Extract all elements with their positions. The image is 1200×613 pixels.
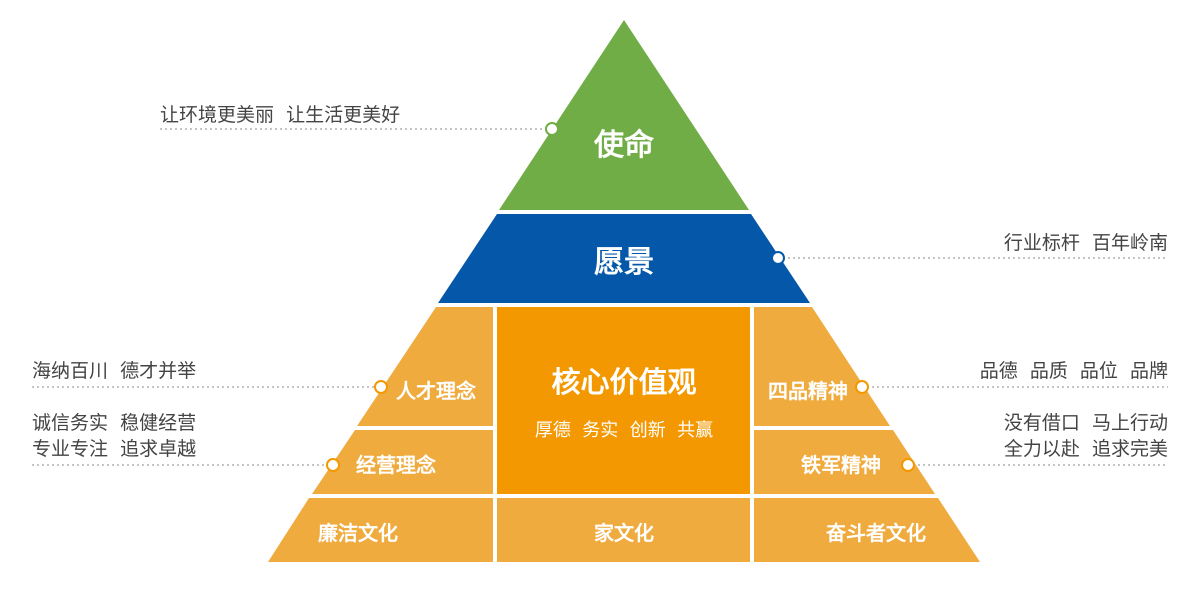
mission-annotation: 让环境更美丽 让生活更美好 — [160, 104, 400, 126]
core-values-title: 核心价值观 — [551, 365, 696, 399]
talent-annotation: 海纳百川 德才并举 — [32, 360, 196, 382]
integrity-culture-segment — [268, 498, 493, 562]
mission-segment — [499, 20, 749, 210]
family-culture-segment — [497, 498, 750, 562]
iron-army-label: 铁军精神 — [801, 453, 881, 477]
struggle-culture-segment — [754, 498, 980, 562]
core-values-segment — [497, 307, 750, 494]
vision-segment — [438, 214, 810, 303]
struggle-culture-label: 奋斗者文化 — [825, 521, 926, 545]
four-qualities-label: 四品精神 — [768, 379, 848, 403]
business-annotation-line2: 专业专注 追求卓越 — [32, 438, 196, 460]
business-philosophy-label: 经营理念 — [356, 453, 436, 477]
four-qualities-segment — [754, 307, 890, 426]
business-dot — [326, 458, 340, 472]
talent-dot — [374, 380, 388, 394]
business-philosophy-segment — [312, 430, 493, 494]
integrity-culture-label: 廉洁文化 — [318, 521, 398, 545]
iron-army-segment — [754, 430, 935, 494]
mission-label: 使命 — [593, 128, 655, 163]
four-qualities-annotation: 品德 品质 品位 品牌 — [980, 360, 1168, 382]
business-annotation-line1: 诚信务实 稳健经营 — [32, 412, 196, 434]
family-culture-label: 家文化 — [594, 521, 654, 545]
core-values-subtitle: 厚德 务实 创新 共赢 — [535, 419, 713, 441]
four-qualities-dot — [855, 380, 869, 394]
vision-label: 愿景 — [594, 245, 654, 280]
iron-army-annotation-line2: 全力以赴 追求完美 — [1004, 438, 1168, 460]
iron-army-dot — [901, 458, 915, 472]
vision-dot — [771, 251, 785, 265]
mission-dot — [545, 122, 559, 136]
iron-army-annotation-line1: 没有借口 马上行动 — [1004, 412, 1168, 434]
vision-annotation: 行业标杆 百年岭南 — [1004, 232, 1168, 254]
talent-philosophy-segment — [357, 307, 493, 426]
talent-philosophy-label: 人才理念 — [396, 379, 476, 403]
